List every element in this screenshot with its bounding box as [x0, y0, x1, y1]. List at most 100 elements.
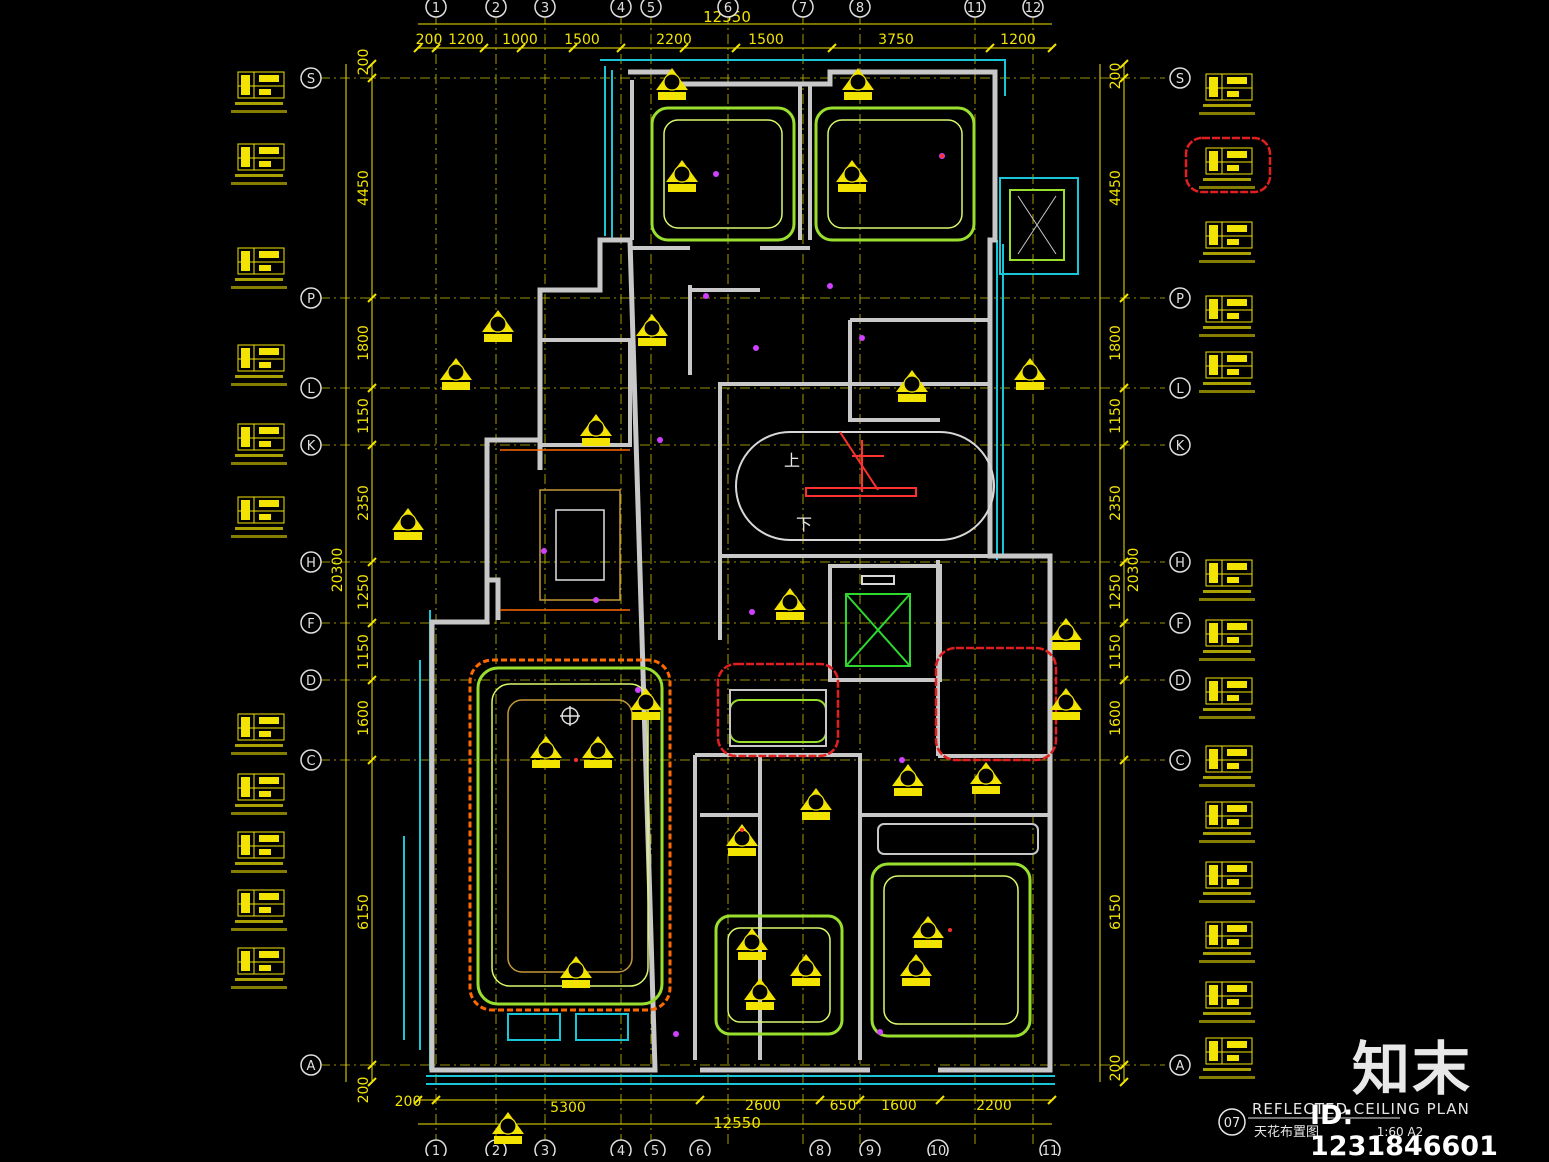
dim-tick: [367, 440, 377, 450]
material-tag: [1199, 147, 1255, 189]
material-tag: [1199, 351, 1255, 393]
dim-tick: [431, 1095, 441, 1105]
dim-right-seg: 1150: [1108, 398, 1124, 434]
grid-bubble: K: [1169, 434, 1191, 456]
dim-left-seg: 1600: [356, 700, 372, 736]
grid-bubble-label: K: [1176, 439, 1185, 454]
dim-tick: [1119, 618, 1129, 628]
grid-bubble-label: 2: [492, 1144, 500, 1156]
dim-right-seg: 6150: [1108, 894, 1124, 930]
dim-tick: [985, 43, 995, 53]
grid-bubble-label: 7: [799, 1, 807, 16]
material-tag: [1199, 861, 1255, 903]
dimension-chains: [345, 23, 1125, 1125]
dim-bottom-seg: 200: [395, 1094, 422, 1110]
dim-top-seg: 1500: [748, 32, 784, 48]
grid-bubble-label: H: [1175, 556, 1185, 571]
material-tag: [231, 773, 287, 815]
dim-top-seg: 1200: [448, 32, 484, 48]
title-chinese: 天花布置图: [1254, 1124, 1319, 1140]
dim-tick: [367, 1077, 377, 1087]
light-fixture: [635, 687, 641, 693]
section-marker: [440, 358, 472, 390]
section-marker: [530, 736, 562, 768]
dim-bottom-total: 12550: [713, 1114, 761, 1132]
dim-tick: [568, 43, 578, 53]
dim-left-total: 20300: [330, 548, 346, 593]
dim-right-seg: 4450: [1108, 170, 1124, 206]
dim-top-seg: 1000: [502, 32, 538, 48]
section-marker: [560, 956, 592, 988]
material-tag: [231, 713, 287, 755]
grid-bubble-label: D: [306, 674, 316, 689]
light-fixture: [948, 928, 952, 932]
material-tag: [1199, 1037, 1255, 1079]
dim-tick: [367, 618, 377, 628]
grid-bubble: 9: [859, 1139, 881, 1161]
section-marker: [896, 370, 928, 402]
dim-tick: [1119, 675, 1129, 685]
dim-tick: [1119, 1077, 1129, 1087]
grid-bubble: 4: [610, 1139, 632, 1161]
shaft-box: [1009, 189, 1065, 261]
kitchen-island: [500, 449, 630, 611]
dim-tick: [616, 43, 626, 53]
material-tag: [1199, 677, 1255, 719]
dim-tick: [1119, 293, 1129, 303]
dim-tick: [855, 1095, 865, 1105]
dim-tick: [1047, 43, 1057, 53]
dim-tick: [1119, 59, 1129, 69]
dim-top-seg: 3750: [878, 32, 914, 48]
grid-bubble: A: [300, 1054, 322, 1076]
material-tag: [1199, 801, 1255, 843]
ceiling-bedroom-sw: [714, 914, 844, 1036]
section-marker: [800, 788, 832, 820]
dim-top-seg: 200: [416, 32, 443, 48]
grid-bubble-label: S: [307, 72, 315, 87]
grid-bubble-label: L: [307, 382, 315, 397]
watermark-image-id: ID: 1231846601: [1310, 1100, 1498, 1162]
material-tag: [231, 71, 287, 113]
grid-bubble: 1: [425, 0, 447, 18]
grid-bubble-label: A: [307, 1059, 316, 1074]
light-fixture: [657, 437, 663, 443]
watermark-logo: 知末: [1352, 1035, 1473, 1103]
dim-tick: [367, 1060, 377, 1070]
grid-bubble-label: P: [307, 292, 315, 307]
grid-bubble-label: C: [1175, 754, 1184, 769]
dim-tick: [1119, 440, 1129, 450]
material-tag: [231, 423, 287, 465]
grid-bubble-label: F: [307, 617, 314, 632]
grid-bubble: 2: [485, 0, 507, 18]
material-tag: [1199, 559, 1255, 601]
grid-lines: [320, 14, 1165, 1146]
dim-right-seg: 1250: [1108, 574, 1124, 610]
exterior-walls: [429, 69, 1053, 1073]
grid-bubble-label: 9: [866, 1144, 874, 1156]
grid-bubble-label: F: [1176, 617, 1183, 632]
dimension-ticks: [367, 43, 1129, 1105]
stair-up-label: 上: [784, 451, 800, 470]
grid-bubble: 5: [640, 0, 662, 18]
dim-tick: [367, 675, 377, 685]
dim-right-seg: 1150: [1108, 634, 1124, 670]
dim-tick: [815, 1095, 825, 1105]
grid-bubble: H: [1169, 551, 1191, 573]
material-tag: [231, 947, 287, 989]
material-tag: [1199, 619, 1255, 661]
section-marker: [774, 588, 806, 620]
dim-tick: [731, 43, 741, 53]
grid-bubble-label: 2: [492, 1, 500, 16]
grid-bubble: 11: [964, 0, 986, 18]
grid-bubble: P: [1169, 287, 1191, 309]
grid-bubble: K: [300, 434, 322, 456]
section-marker: [842, 68, 874, 100]
grid-bubble: C: [300, 749, 322, 771]
grid-bubble-label: P: [1176, 292, 1184, 307]
section-marker: [392, 508, 424, 540]
dim-tick: [367, 755, 377, 765]
dim-tick: [827, 43, 837, 53]
section-marker: [482, 310, 514, 342]
